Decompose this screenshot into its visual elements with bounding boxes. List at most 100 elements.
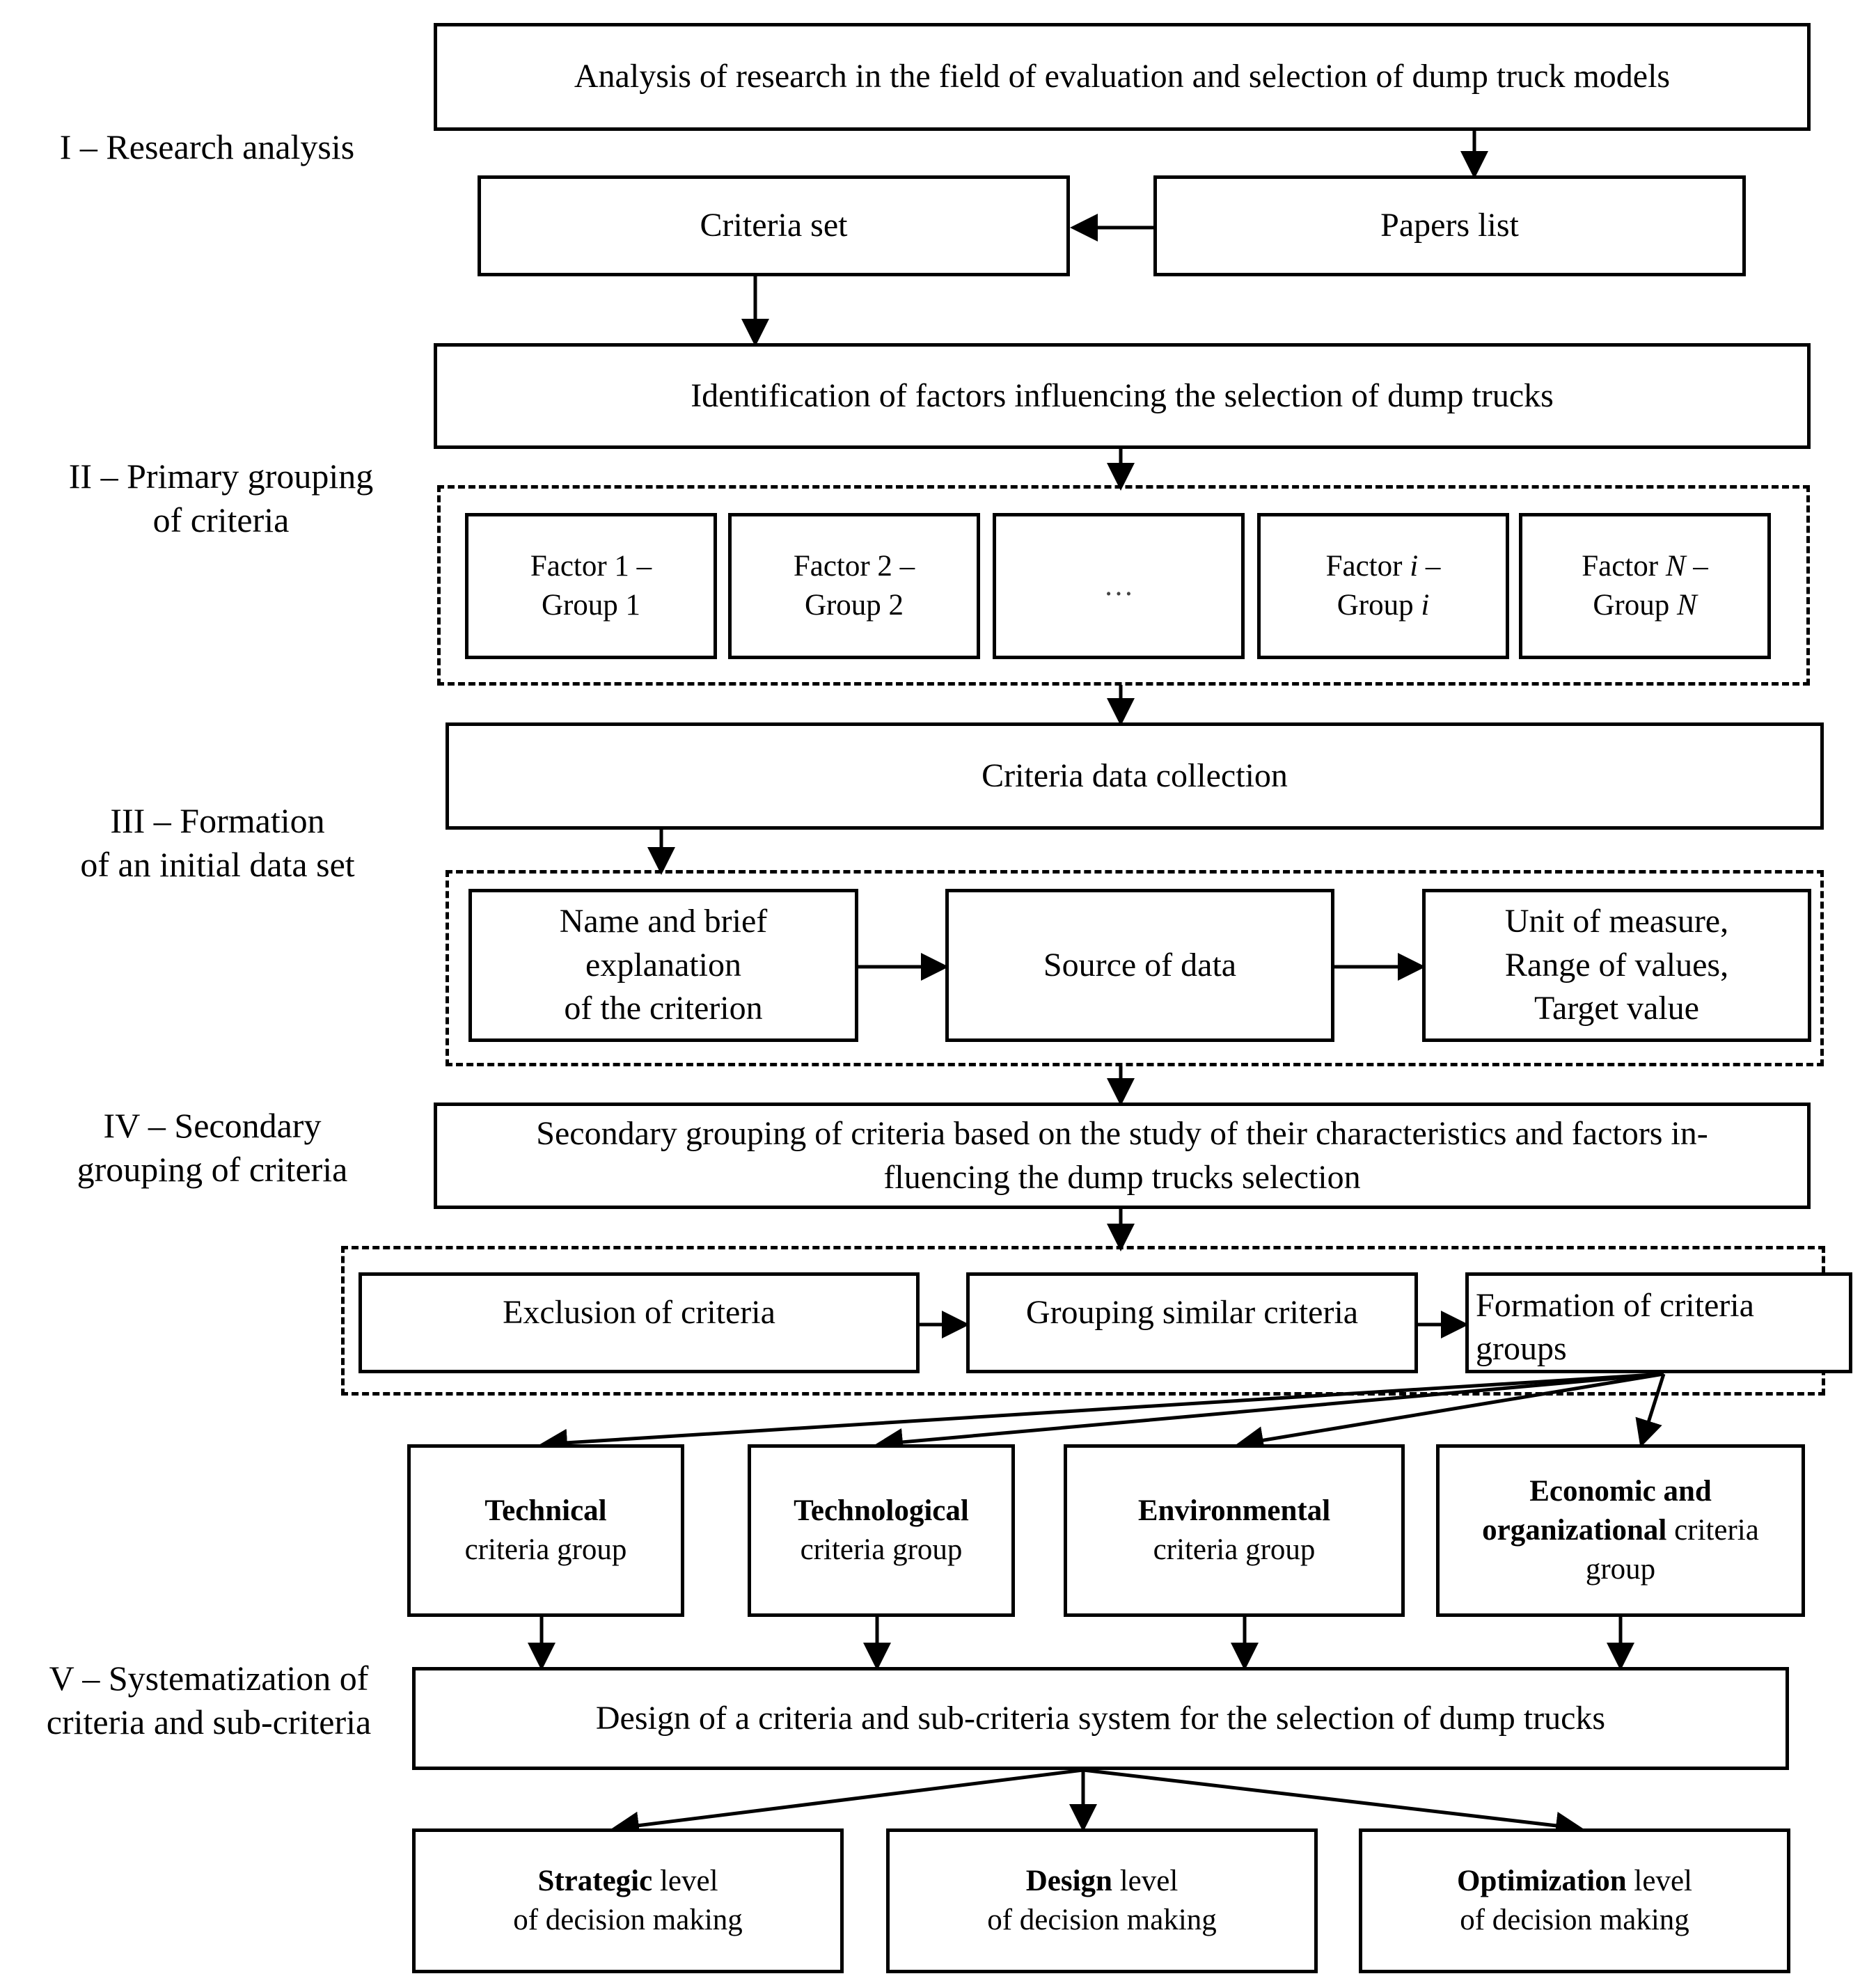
optimization-line2: of decision making [1460,1904,1689,1936]
technological-bold: Technological [794,1494,969,1528]
economic-line2: organizational criteria [1482,1511,1759,1550]
factor-1-box: Factor 1 – Group 1 [465,513,717,659]
stage-label-s4-line1: IV – Secondary [103,1106,322,1145]
stage-label-s2-line1: II – Primary grouping [68,457,374,496]
factor-i-c: – [1418,550,1441,583]
criterion-name-box: Name and brief explanation of the criter… [468,889,858,1042]
economic-group-box: Economic and organizational criteria gro… [1436,1444,1805,1617]
group-i-var: i [1421,589,1430,622]
data-set-container [446,870,1824,1066]
technical-rest: criteria group [464,1533,627,1566]
factor-n-line2: Group N [1593,586,1696,625]
environmental-rest: criteria group [1153,1533,1316,1566]
factor-ellipsis-box: … [993,513,1245,659]
design-line1: Design level [1026,1862,1179,1901]
arrow-formation-to-technical [539,1372,1664,1457]
identification-box: Identification of factors influencing th… [434,343,1811,449]
arrow-design-to-optimization [1082,1768,1584,1840]
optimization-line1: Optimization level [1457,1862,1692,1901]
group-n-var: N [1676,589,1697,622]
economic-line3: group [1585,1552,1656,1586]
factor-n-a: Factor [1582,550,1666,583]
strategic-line1: Strategic level [537,1862,718,1901]
grouping-similar-box: Grouping similar criteria [966,1272,1418,1373]
criterion-name-line3: of the criterion [564,990,763,1027]
factor-1-line2: Group 1 [541,589,641,622]
formation-line1: Formation of criteria [1476,1287,1754,1324]
arrow-formation-to-technological [875,1372,1664,1456]
technical-bold: Technical [484,1494,607,1528]
factor-n-box: Factor N – Group N [1519,513,1771,659]
factor-2-box: Factor 2 – Group 2 [728,513,980,659]
factor-2-line1: Factor 2 – [793,550,915,583]
factor-i-var: i [1410,550,1419,583]
strategic-line2: of decision making [513,1904,743,1936]
strategic-rest: level [652,1865,718,1898]
stage-label-systematization: V – Systematization of criteria and sub-… [14,1657,404,1744]
criteria-set-text: Criteria set [700,207,848,244]
grouping-similar-text: Grouping similar criteria [1025,1294,1359,1331]
technological-rest: criteria group [800,1533,963,1566]
exclusion-box: Exclusion of criteria [358,1272,920,1373]
analysis-text: Analysis of research in the field of eva… [574,58,1671,95]
stage-label-research-analysis: I – Research analysis [14,125,400,169]
stage-label-s3-line1: III – Formation [110,801,325,840]
factor-n-line1: Factor N – [1582,547,1708,586]
design-system-text: Design of a criteria and sub-criteria sy… [595,1699,1606,1737]
design-level-box: Design level of decision making [886,1828,1318,1973]
stage-label-s4-line2: grouping of criteria [77,1149,348,1189]
criterion-name-line2: explanation [585,946,741,983]
data-collection-text: Criteria data collection [982,757,1288,794]
factor-i-box: Factor i – Group i [1257,513,1509,659]
criterion-name-line1: Name and brief [559,903,768,940]
technical-group-box: Technical criteria group [407,1444,684,1617]
design-line2: of decision making [987,1904,1217,1936]
source-of-data-text: Source of data [1043,946,1237,983]
formation-line2: groups [1476,1330,1567,1368]
secondary-grouping-line1: Secondary grouping of criteria based on … [536,1115,1708,1153]
environmental-bold: Environmental [1137,1494,1331,1528]
strategic-bold: Strategic [537,1865,653,1898]
environmental-group-box: Environmental criteria group [1064,1444,1405,1617]
identification-text: Identification of factors influencing th… [691,377,1554,414]
factor-i-line1: Factor i – [1326,547,1441,586]
factor-i-line2: Group i [1337,586,1430,625]
factor-i-a: Factor [1325,550,1410,583]
factor-2-line2: Group 2 [804,589,904,622]
stage-label-initial-data-set: III – Formation of an initial data set [14,799,421,886]
secondary-grouping-line2: fluencing the dump trucks selection [883,1158,1361,1196]
secondary-grouping-box: Secondary grouping of criteria based on … [434,1103,1811,1209]
optimization-level-box: Optimization level of decision making [1359,1828,1790,1973]
group-n-a: Group [1593,589,1677,622]
technological-group-box: Technological criteria group [748,1444,1015,1617]
criteria-set-box: Criteria set [478,175,1070,276]
arrow-formation-to-economic [1635,1373,1666,1448]
factor-n-c: – [1685,550,1708,583]
stage-label-secondary-grouping: IV – Secondary grouping of criteria [14,1104,411,1191]
design-bold: Design [1025,1865,1112,1898]
factor-1-line1: Factor 1 – [530,550,652,583]
economic-rest-line2: criteria [1666,1514,1759,1547]
strategic-level-box: Strategic level of decision making [412,1828,844,1973]
exclusion-text: Exclusion of criteria [503,1294,775,1331]
stage-label-s2-line2: of criteria [152,500,290,539]
factor-n-var: N [1665,550,1686,583]
unit-line3: Target value [1534,990,1699,1027]
stage-label-primary-grouping: II – Primary grouping of criteria [14,455,428,542]
formation-groups-box: Formation of criteria groups [1465,1272,1852,1373]
data-collection-box: Criteria data collection [446,722,1824,830]
papers-list-box: Papers list [1153,175,1746,276]
design-rest: level [1112,1865,1179,1898]
stage-label-s5-line1: V – Systematization of [49,1659,369,1698]
stage-label-s1-text: I – Research analysis [59,127,355,166]
unit-line1: Unit of measure, [1504,903,1729,940]
economic-bold-line2: organizational [1482,1514,1667,1547]
economic-bold-line1: Economic and [1529,1475,1712,1508]
optimization-rest: level [1626,1865,1692,1898]
papers-list-text: Papers list [1380,207,1519,244]
arrow-formation-to-environmental [1236,1372,1664,1455]
stage-label-s3-line2: of an initial data set [80,844,355,884]
factor-groups-container [437,485,1810,686]
